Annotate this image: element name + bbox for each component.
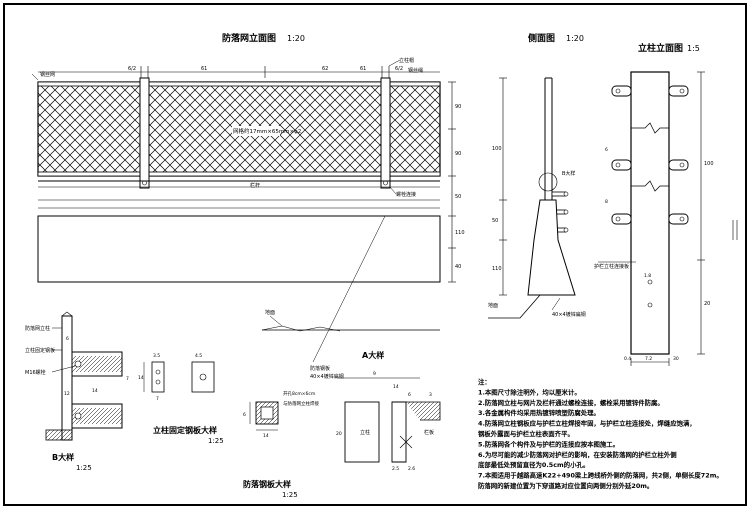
a-d20: 20 (336, 431, 342, 437)
post-d04: 0.4 (624, 356, 631, 362)
v90a: 90 (455, 104, 461, 110)
b-detail-label: B大样 (562, 170, 575, 177)
b-detail-marker (538, 172, 558, 192)
v50: 50 (455, 194, 461, 200)
side-v110: 110 (492, 266, 502, 272)
post-body (630, 71, 670, 355)
end-plate-title: 防落钢板大样 (243, 479, 291, 489)
elevation-view: 防落网立面图 1:20 6/2 61 62 61 6/2 网格约17mm×65m… (31, 32, 465, 380)
note-line: 3.各金属构件均采用热镀锌喷塑防腐处理。 (478, 408, 600, 417)
dim-6-2: 6/2 (128, 66, 136, 72)
a-d26: 2.6 (408, 466, 415, 472)
plate-d14: 14 (138, 375, 144, 381)
a-beam: 立柱 (360, 429, 370, 436)
ground-label: 地面 (265, 309, 275, 316)
detail-b-scale: 1:25 (76, 464, 92, 472)
note-line: 1.本图尺寸除注明外，均以厘米计。 (478, 387, 581, 396)
end-weld: 与防落网立柱焊接 (283, 400, 319, 407)
bolt-conn-label: 螺栓连接 (396, 191, 416, 198)
note-line: 4.防落网立柱钢板应与护栏立柱焊接牢固，与护栏立柱连接处，焊缝应饱满， (478, 419, 696, 428)
detail-end-plate: 开孔8cm×6cm 与防落网立柱焊接 14 6 防落钢板大样 1:25 (243, 390, 319, 499)
a-rail: 栏板 (424, 429, 434, 436)
end-plate-note: 防落钢板 (310, 365, 330, 372)
rail-label: 栏杆 (250, 182, 260, 189)
a-d6: 6 (408, 392, 411, 398)
end-d14: 14 (263, 433, 269, 439)
b-post-label: 防落网立柱 (25, 325, 50, 332)
a-d9: 9 (373, 371, 376, 377)
detail-b-title: B大样 (52, 452, 74, 462)
end-plate-scale: 1:25 (282, 491, 298, 499)
dim-62: 62 (322, 66, 328, 72)
wire-label: 钢丝绳 (408, 67, 423, 74)
notes-block: 注：1.本图尺寸除注明外，均以厘米计。 2.防落网立柱与网片及栏杆通过螺栓连接，螺… (478, 377, 723, 490)
side-ground-label: 地面 (488, 302, 498, 309)
post-d100: 100 (704, 161, 714, 167)
post-d30: 30 (673, 356, 679, 362)
note-line: 注： (478, 377, 491, 386)
v90b: 90 (455, 151, 461, 157)
note-line: 6.为尽可能的减少防落网对护栏的影响，在安装防落网的护栏立柱外侧 (478, 450, 677, 459)
v110: 110 (455, 230, 465, 236)
b-d12: 12 (64, 391, 70, 397)
dim-6-2b: 6/2 (395, 66, 403, 72)
side-v100: 100 (492, 146, 502, 152)
post-1 (139, 77, 150, 189)
mesh-label: 网格约17mm×65mm×φ2 (233, 127, 301, 135)
anchor-label: 护栏立柱连接板 (594, 263, 629, 270)
post-d8: 8 (605, 199, 608, 205)
flat-steel-note: 40×4镀锌扁钢 (310, 373, 344, 380)
sheet-border (3, 3, 747, 506)
side-steel-label: 40×4镀锌扁钢 (552, 311, 586, 318)
b-plate-label: 立柱固定钢板 (25, 347, 55, 354)
side-v50: 50 (492, 218, 498, 224)
dim-61b: 61 (360, 66, 366, 72)
post-elevation: 立柱立面图 1:5 护栏立柱连接板 100 20 (594, 42, 738, 366)
dim-61a: 61 (201, 66, 207, 72)
a-d3: 3 (429, 392, 432, 398)
note-line: 防落网的新建位置为下穿道路对应位置向两侧分别外延20m。 (478, 481, 653, 490)
post-2 (380, 77, 391, 189)
elevation-scale: 1:20 (287, 34, 305, 43)
frame-label: 钢丝网 (40, 71, 55, 78)
post-cap-label: 立柱帽 (399, 57, 414, 64)
concrete-barrier (37, 215, 441, 283)
post-scale: 1:5 (687, 44, 700, 53)
b-bolt-label: M16螺栓 (25, 369, 46, 376)
note-line: 钢板外露面与护栏立柱表面齐平。 (478, 429, 574, 438)
post-d72: 7.2 (645, 356, 652, 362)
plate-d7: 7 (156, 396, 159, 402)
b-d14: 14 (92, 388, 98, 394)
plate-d45: 4.5 (195, 353, 202, 359)
plate-title: 立柱固定钢板大样 (153, 425, 217, 435)
note-line: 2.防落网立柱与网片及栏杆通过螺栓连接，螺栓采用镀锌件防腐。 (478, 398, 664, 407)
post-d6: 6 (605, 147, 608, 153)
post-title: 立柱立面图 (638, 42, 683, 54)
detail-b: 防落网立柱 立柱固定钢板 M16螺栓 6 12 14 7 B大样 1:25 (25, 311, 129, 472)
end-d6: 6 (243, 412, 246, 418)
plate-d35: 3.5 (153, 353, 160, 359)
detail-a: A大样 立柱 栏板 9 14 20 6 3 2.5 2.6 (336, 350, 441, 472)
plate-scale: 1:25 (208, 437, 224, 445)
b-d6: 6 (66, 336, 69, 342)
side-view: 侧面图 1:20 B大样 100 50 110 地面 40×4镀锌扁钢 (488, 32, 586, 319)
detail-fix-plate: 3.5 4.5 14 7 立柱固定钢板大样 1:25 (138, 353, 224, 445)
note-line: 底部最低处预留直径为0.5cm的小孔。 (478, 460, 589, 469)
elevation-title: 防落网立面图 (222, 32, 276, 44)
side-scale: 1:20 (566, 34, 584, 43)
note-line: 7.本图适用于越路高速K22+490梁上跨线桥外侧的防落网，共2侧，单侧长度72… (478, 471, 723, 480)
v40: 40 (455, 264, 461, 270)
b-d7: 7 (126, 376, 129, 382)
post-d18: 1.8 (644, 273, 651, 279)
detail-a-title: A大样 (362, 350, 384, 360)
side-title: 侧面图 (528, 32, 555, 44)
end-size: 开孔8cm×6cm (283, 390, 315, 397)
post-d20: 20 (704, 301, 710, 307)
a-d25: 2.5 (392, 466, 399, 472)
note-line: 5.防落网各个构件及与护栏的连接应按本图施工。 (478, 439, 619, 448)
a-d14: 14 (393, 384, 399, 390)
